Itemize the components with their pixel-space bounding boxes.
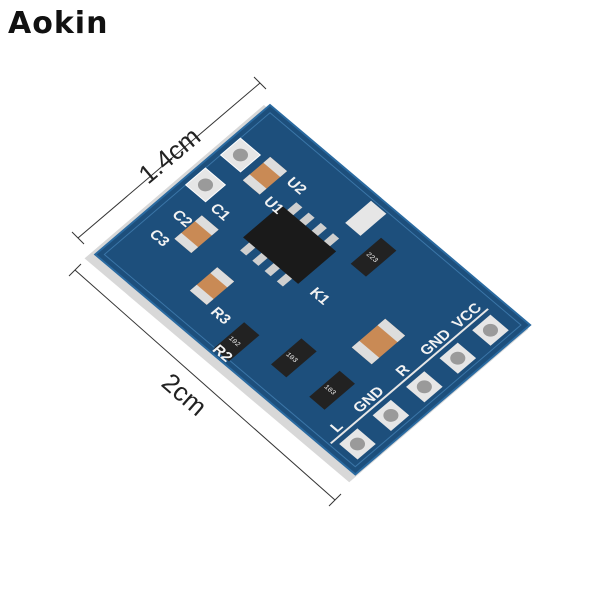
length-dimension-label: 2cm — [156, 367, 213, 422]
mounting-pads — [184, 137, 262, 203]
capacitors — [174, 156, 406, 365]
resistors: 223 102 103 103 — [213, 200, 397, 410]
dimension-lines — [68, 76, 342, 507]
brand-logo: Aokin — [8, 6, 109, 41]
amplifier-chip — [240, 202, 340, 287]
pcb-board: 223 102 103 103 U2 U1 C2 C1 C3 R2 R3 K1 — [84, 103, 532, 483]
